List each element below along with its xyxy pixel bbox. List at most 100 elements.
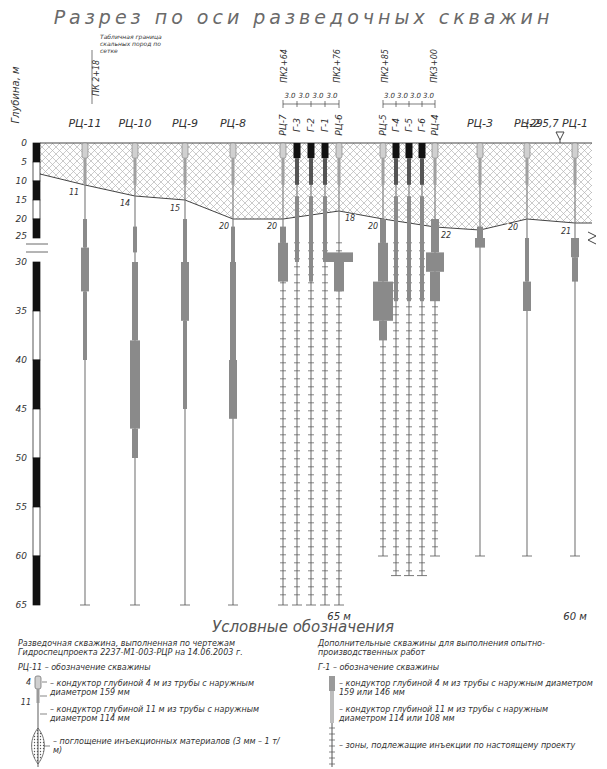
well-tick [280,578,286,579]
drawing-label: 20 [218,222,230,231]
legend-symbol-right [329,676,335,767]
well-tick [393,314,399,315]
well-tick [322,362,328,363]
well-tick [322,410,328,411]
well-tick [432,426,438,427]
well-tick [294,554,300,555]
drawing-label: 22 [440,231,452,240]
well-tick [308,330,314,331]
well-tick [406,386,412,387]
well-tick [393,522,399,523]
well-tick [294,498,300,499]
well-tick [432,346,438,347]
well-tick [432,306,438,307]
well-tick [308,458,314,459]
well-tick [336,490,342,491]
well-tick [419,346,425,347]
drawing-label: 3.0 [410,92,421,100]
well-tick [322,586,328,587]
well-tick [280,586,286,587]
well-tick [393,490,399,491]
well-tick [322,274,328,275]
well-tick [336,522,342,523]
well-bottom [334,605,344,606]
well-tick [432,498,438,499]
drawing-label: Табличная граница скальных пород по сетк… [100,34,162,55]
casing-11m [309,158,313,185]
grout-zone [394,196,398,301]
well-tick [432,474,438,475]
well-tick [308,434,314,435]
well-tick [380,450,386,451]
picket-line [92,50,93,104]
well-tick [294,274,300,275]
well-line [382,143,383,556]
well-tick [336,370,342,371]
well-tick [308,586,314,587]
well-tick [336,466,342,467]
well-tick [432,322,438,323]
well-tick [406,402,412,403]
well-tick [406,498,412,499]
drawing-label: 50 [16,453,27,463]
well-line [282,143,283,605]
casing-4m [524,143,530,158]
bedrock-line [40,174,592,230]
well-tick [432,402,438,403]
well-tick [280,594,286,595]
well-tick [393,482,399,483]
grout-zone [571,238,579,257]
grout-zone [431,219,439,252]
well-tick [280,546,286,547]
well-tick [294,410,300,411]
well-tick [308,570,314,571]
well-tick [308,442,314,443]
well-tick [336,450,342,451]
well-tick [308,474,314,475]
well-tick [393,546,399,547]
well-tick [322,378,328,379]
well-tick [419,394,425,395]
well-tick [393,410,399,411]
level-marker [556,132,564,143]
well-tick [308,370,314,371]
well-tick [419,522,425,523]
well-tick [294,458,300,459]
drawing-label: РЦ-3 [467,118,493,131]
grout-zone [309,196,313,281]
well-tick [280,562,286,563]
well-tick [419,322,425,323]
well-tick [406,346,412,347]
well-tick [432,514,438,515]
well-bottom [417,575,427,576]
drawing-label: 18 [344,214,356,223]
well-bottom [292,605,302,606]
well-tick [393,530,399,531]
well-tick [432,314,438,315]
well-tick [294,362,300,363]
well-tick [380,378,386,379]
legend-text: – кондуктор глубиной 4 м из трубы с нару… [339,679,594,697]
scale-segment [33,262,40,311]
well-tick [322,570,328,571]
casing-4m [572,143,578,158]
well-line [84,143,85,605]
well-tick [406,330,412,331]
well-tick [308,378,314,379]
well-tick [280,402,286,403]
well-tick [308,450,314,451]
well-tick [280,338,286,339]
well-tick [393,394,399,395]
well-tick [294,394,300,395]
well-tick [322,530,328,531]
well-line [479,143,480,556]
legend-symbol-left [32,676,50,767]
well-tick [294,506,300,507]
well-tick [294,522,300,523]
well-bottom [278,605,288,606]
well-tick [308,354,314,355]
well-tick [280,282,286,283]
well-tick [294,434,300,435]
well-tick [329,752,335,753]
break-mark [588,232,596,244]
